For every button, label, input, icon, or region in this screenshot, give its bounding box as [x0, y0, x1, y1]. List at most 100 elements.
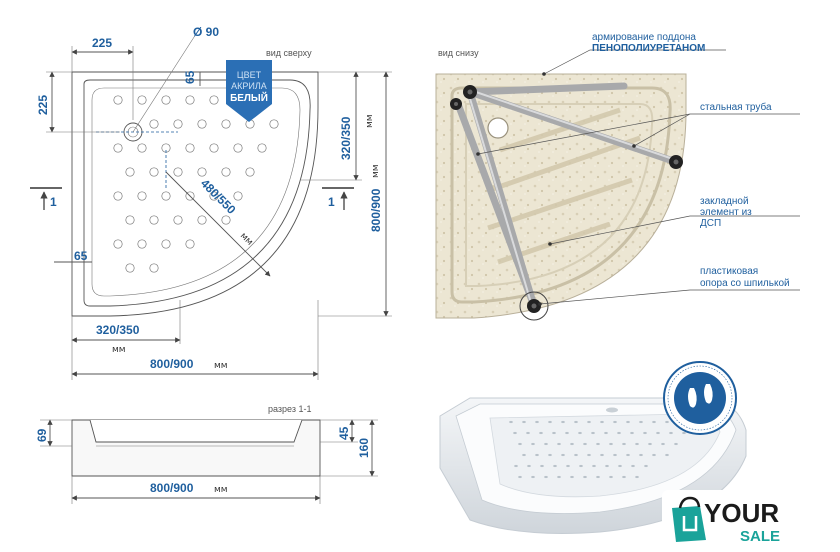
- anti-slip-dot: [185, 95, 195, 105]
- unit-bottom-small: мм: [112, 345, 126, 355]
- photo-dot: [539, 431, 543, 435]
- photo-dot: [557, 442, 561, 446]
- photo-dot: [587, 453, 591, 457]
- photo-dot: [609, 475, 613, 479]
- photo-dot: [618, 464, 622, 468]
- top-view-caption: вид сверху: [266, 48, 312, 58]
- footprint-left-icon: [688, 388, 697, 408]
- photo-dot: [548, 453, 552, 457]
- photo-dot: [526, 431, 530, 435]
- anti-slip-dot: [149, 215, 159, 225]
- photo-dot: [518, 442, 522, 446]
- anti-slip-dot: [173, 215, 183, 225]
- anti-slip-dot: [221, 119, 231, 129]
- anti-slip-dot: [149, 263, 159, 273]
- note-pipe: стальная труба: [700, 101, 772, 113]
- photo-dot: [613, 420, 617, 424]
- photo-dot: [566, 464, 570, 468]
- anti-slip-dot: [185, 239, 195, 249]
- dim-69: 69: [35, 428, 49, 442]
- section-left-label: 1: [50, 195, 57, 209]
- dim-320-350-right: 320/350: [339, 116, 353, 160]
- photo-dot: [635, 475, 639, 479]
- dim-800-900-right: 800/900: [369, 188, 383, 232]
- photo-dot: [631, 464, 635, 468]
- foam-rim: [450, 86, 672, 304]
- dim-65-top: 65: [183, 70, 197, 84]
- photo-dot: [592, 464, 596, 468]
- anti-slip-dot: [113, 95, 123, 105]
- photo-dot: [574, 453, 578, 457]
- photo-dot: [626, 453, 630, 457]
- acrylic-color-badge: ЦВЕТ АКРИЛА БЕЛЫЙ: [226, 60, 272, 122]
- note-support-1: пластиковая: [700, 266, 758, 277]
- note-insert-1: закладной: [700, 196, 749, 207]
- photo-dot: [639, 420, 643, 424]
- tray-outline-inner2: [91, 87, 301, 297]
- note-reinforce-1: армирование поддона: [592, 32, 696, 43]
- photo-dot: [565, 431, 569, 435]
- anti-slip-dot: [173, 167, 183, 177]
- bottom-view: вид снизу: [435, 32, 800, 321]
- photo-dot: [514, 464, 518, 468]
- photo-dot: [570, 475, 574, 479]
- photo-dot: [622, 475, 626, 479]
- anti-slip-seal: [663, 361, 737, 435]
- note-insert-2: элемент из: [700, 207, 752, 218]
- section-view: разрез 1-1 69 45 160 800/900 мм: [35, 404, 378, 504]
- anti-slip-dot: [221, 215, 231, 225]
- photo-dot: [553, 464, 557, 468]
- anti-slip-dot: [161, 191, 171, 201]
- anti-slip-dot: [125, 215, 135, 225]
- shopping-bag-icon: [672, 496, 706, 542]
- photo-dot: [527, 464, 531, 468]
- anti-slip-dot: [197, 215, 207, 225]
- dim-diagonal: 480/550: [198, 176, 239, 217]
- anti-slip-dot: [149, 119, 159, 129]
- photo-dot: [561, 453, 565, 457]
- photo-dot: [630, 431, 634, 435]
- dim-45: 45: [337, 426, 351, 440]
- photo-dot: [626, 420, 630, 424]
- anti-slip-dot: [209, 95, 219, 105]
- anti-slip-dot: [137, 239, 147, 249]
- photo-dot: [669, 431, 673, 435]
- dim-800-900-bottom: 800/900: [150, 357, 194, 371]
- drain-bottom: [487, 117, 509, 139]
- steel-pipes: [454, 82, 680, 310]
- photo-dot: [535, 420, 539, 424]
- photo-dot: [544, 442, 548, 446]
- photo-dot: [513, 431, 517, 435]
- photo-dot: [665, 420, 669, 424]
- anti-slip-dot: [161, 239, 171, 249]
- photo-dot: [609, 442, 613, 446]
- note-reinforce-2: ПЕНОПОЛИУРЕТАНОМ: [592, 43, 705, 54]
- photo-dots: [509, 420, 699, 479]
- photo-dot: [522, 420, 526, 424]
- photo-dot: [518, 475, 522, 479]
- photo-dot: [600, 420, 604, 424]
- section-caption: разрез 1-1: [268, 404, 311, 414]
- photo-dot: [552, 431, 556, 435]
- photo-dot: [591, 431, 595, 435]
- dim-diameter: Ø 90: [193, 25, 219, 39]
- photo-dot: [570, 442, 574, 446]
- dim-65-left: 65: [74, 249, 88, 263]
- photo-dot: [644, 464, 648, 468]
- anti-slip-dot: [173, 119, 183, 129]
- anti-slip-dot: [197, 119, 207, 129]
- anti-slip-dot: [137, 191, 147, 201]
- photo-drain: [606, 407, 618, 413]
- photo-dot: [531, 475, 535, 479]
- tray-outline-inner: [83, 79, 311, 307]
- photo-dot: [656, 431, 660, 435]
- top-view: вид сверху 225 225 Ø 90 65 65: [30, 25, 392, 380]
- photo-dot: [635, 442, 639, 446]
- photo-dot: [578, 431, 582, 435]
- photo-dot: [509, 420, 513, 424]
- dim-line-diagonal: [165, 171, 271, 277]
- unit-section: мм: [214, 485, 228, 495]
- anti-slip-dot: [125, 263, 135, 273]
- plastic-supports: [450, 85, 683, 321]
